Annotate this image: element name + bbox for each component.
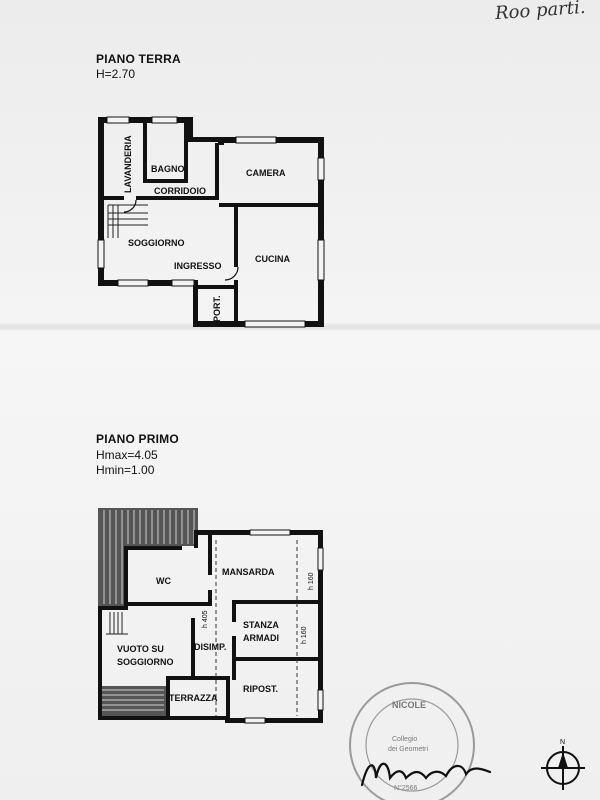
- wall: [187, 117, 193, 141]
- window: [117, 279, 149, 287]
- height-label-160-top: h 160: [308, 572, 315, 590]
- wall: [98, 610, 102, 718]
- room-ingresso: INGRESSO: [174, 261, 222, 271]
- height-label-405: h 405: [202, 610, 209, 628]
- signature: [360, 762, 492, 787]
- ground-floor-plan: LAVANDERIA BAGNO CORRIDOIO CAMERA SOGGIO…: [97, 116, 325, 328]
- stamp-name: NICOLE: [392, 700, 426, 710]
- door-swing: [224, 266, 239, 281]
- wall: [124, 546, 182, 550]
- wall: [193, 285, 238, 289]
- roof-hatch: [98, 508, 124, 608]
- window: [249, 529, 291, 536]
- height-label-160-bottom: h 160: [301, 626, 308, 644]
- room-stanza-line2: ARMADI: [243, 633, 279, 643]
- window: [106, 116, 130, 124]
- north-label: N: [560, 739, 565, 746]
- wall: [166, 678, 170, 718]
- wall: [225, 718, 323, 723]
- wall: [208, 590, 212, 606]
- window: [317, 689, 324, 711]
- room-portico: PORT.: [212, 295, 222, 322]
- ground-floor-height: H=2.70: [96, 67, 136, 81]
- room-disimpegno: DISIMP.: [194, 642, 226, 652]
- wall: [191, 618, 195, 680]
- wall: [234, 207, 238, 267]
- window: [97, 239, 105, 269]
- wall: [318, 137, 324, 327]
- entrance-door: [171, 279, 195, 287]
- room-corridoio: CORRIDOIO: [154, 186, 206, 196]
- wall: [232, 636, 236, 680]
- window: [151, 116, 178, 124]
- wall: [226, 680, 230, 718]
- stairs-void: [106, 612, 128, 635]
- terrace-hatch: [98, 686, 166, 716]
- wall: [143, 123, 147, 183]
- wall: [104, 196, 124, 200]
- wall: [98, 117, 104, 285]
- wall: [234, 280, 238, 321]
- wall: [136, 196, 219, 200]
- ground-floor-title: PIANO TERRA: [96, 52, 181, 66]
- wall: [166, 676, 230, 680]
- wall: [98, 606, 128, 610]
- wall: [98, 117, 193, 123]
- room-cucina: CUCINA: [255, 254, 290, 264]
- room-wc: WC: [156, 576, 171, 586]
- wall: [98, 716, 228, 720]
- north-arrow-icon: N: [541, 739, 585, 790]
- door-swing: [123, 199, 137, 213]
- wall: [219, 203, 318, 207]
- wall: [124, 546, 128, 608]
- official-stamp: NICOLE Collegio dei Geometri N°2566: [349, 682, 475, 800]
- wall: [318, 530, 323, 722]
- wall: [236, 657, 318, 661]
- wall: [187, 137, 220, 142]
- room-lavanderia: LAVANDERIA: [123, 135, 133, 193]
- room-mansarda: MANSARDA: [222, 567, 275, 577]
- wall: [232, 600, 318, 604]
- room-bagno: BAGNO: [151, 164, 185, 174]
- wall: [128, 602, 212, 606]
- window: [244, 320, 306, 328]
- window: [244, 717, 266, 724]
- wall: [215, 143, 219, 200]
- room-vuoto-line1: VUOTO SU: [117, 644, 164, 654]
- window: [317, 157, 325, 181]
- stamp-number: N°2566: [394, 784, 418, 792]
- wall: [193, 285, 198, 327]
- first-floor-hmin: Hmin=1.00: [96, 463, 155, 477]
- first-floor-title: PIANO PRIMO: [96, 432, 179, 446]
- stamp-org-line2: dei Geometri: [388, 746, 429, 753]
- window: [317, 547, 324, 571]
- room-soggiorno: SOGGIORNO: [128, 238, 185, 248]
- window: [235, 136, 277, 144]
- room-terrazza: TERRAZZA: [169, 693, 218, 703]
- first-floor-hmax: Hmax=4.05: [96, 448, 158, 462]
- wall: [208, 535, 212, 575]
- stamp-org-line1: Collegio: [392, 736, 417, 743]
- wall: [194, 530, 198, 548]
- room-ripostiglio: RIPOST.: [243, 684, 278, 694]
- wall: [143, 179, 185, 183]
- room-camera: CAMERA: [246, 168, 286, 178]
- window: [317, 239, 325, 281]
- wall: [232, 600, 236, 622]
- room-vuoto-line2: SOGGIORNO: [117, 657, 174, 667]
- room-stanza-line1: STANZA: [243, 620, 279, 630]
- stairs: [107, 204, 148, 238]
- wall: [184, 123, 188, 183]
- first-floor-plan: WC MANSARDA VUOTO SU SOGGIORNO DISIMP. S…: [98, 508, 324, 724]
